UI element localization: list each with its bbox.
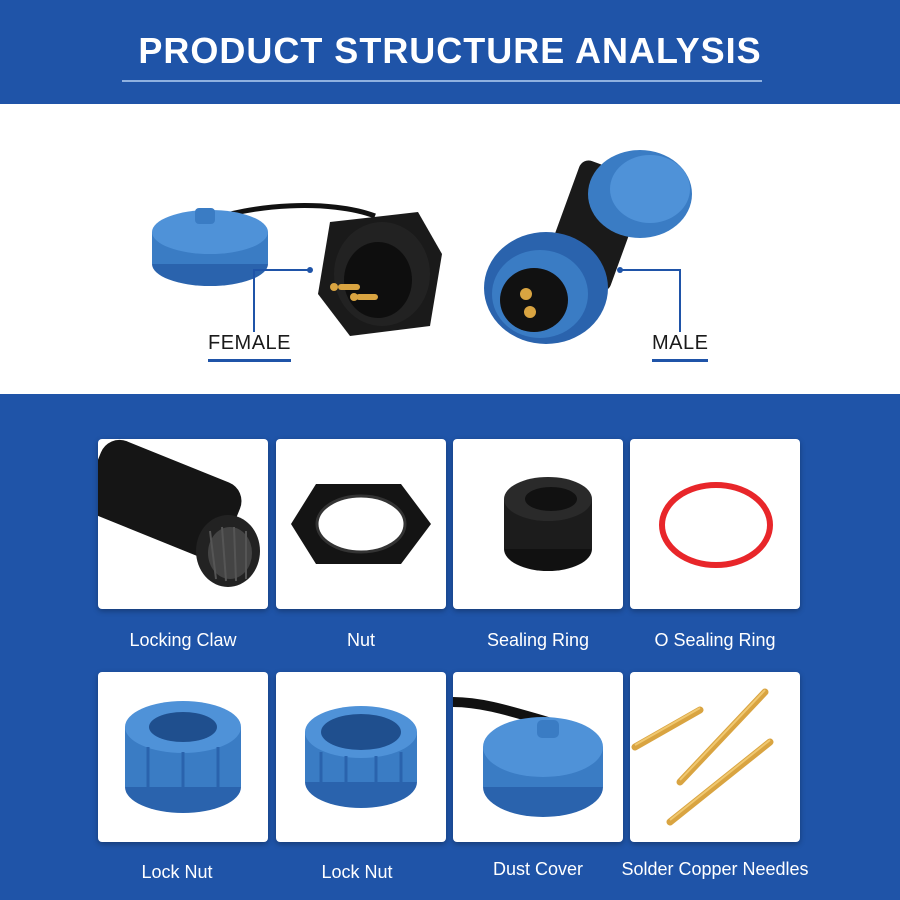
part-tile-dust-cover (453, 672, 623, 842)
female-label-underline (208, 359, 292, 362)
female-connector-image (318, 212, 442, 336)
part-tile-nut (276, 439, 446, 609)
part-caption: Locking Claw (129, 630, 237, 650)
dust-cap-image (152, 208, 268, 286)
connector-assembly-image (152, 150, 692, 344)
part-tile-o-sealing-ring (630, 439, 800, 609)
page-title: PRODUCT STRUCTURE ANALYSIS (138, 30, 762, 71)
male-label: MALE (652, 332, 709, 354)
male-callout: MALE (652, 332, 709, 362)
part-caption: Solder Copper Needles (621, 859, 809, 879)
part-tile-solder-needles (630, 672, 800, 842)
male-label-underline (652, 359, 709, 362)
part-caption: Lock Nut (141, 862, 213, 882)
part-caption: Sealing Ring (486, 630, 590, 650)
sealing-ring-image (504, 477, 592, 571)
parts-grid: Locking Claw Nut Sealing Ring O Sealing … (0, 394, 900, 900)
hex-nut-image (291, 484, 431, 564)
lock-nut-image (125, 701, 241, 813)
male-connector-image (484, 150, 692, 344)
part-caption: Dust Cover (492, 859, 584, 879)
title-underline (122, 80, 762, 82)
copper-needles-image (631, 688, 774, 826)
part-caption: Lock Nut (321, 862, 393, 882)
part-caption: Nut (346, 630, 375, 650)
part-tile-lock-nut (98, 672, 268, 842)
part-tile-sealing-ring (453, 439, 623, 609)
part-tile-lock-nut-2 (276, 672, 446, 842)
lock-nut-image (305, 706, 417, 808)
hero-panel: FEMALE MALE (0, 104, 900, 394)
female-callout: FEMALE (208, 332, 292, 362)
part-tile-locking-claw (98, 439, 268, 609)
o-ring-image (659, 482, 773, 568)
female-label: FEMALE (208, 332, 292, 354)
header-banner: PRODUCT STRUCTURE ANALYSIS (0, 0, 900, 104)
part-caption: O Sealing Ring (654, 630, 776, 650)
dust-cover-image (453, 697, 603, 817)
locking-claw-image (98, 439, 260, 587)
